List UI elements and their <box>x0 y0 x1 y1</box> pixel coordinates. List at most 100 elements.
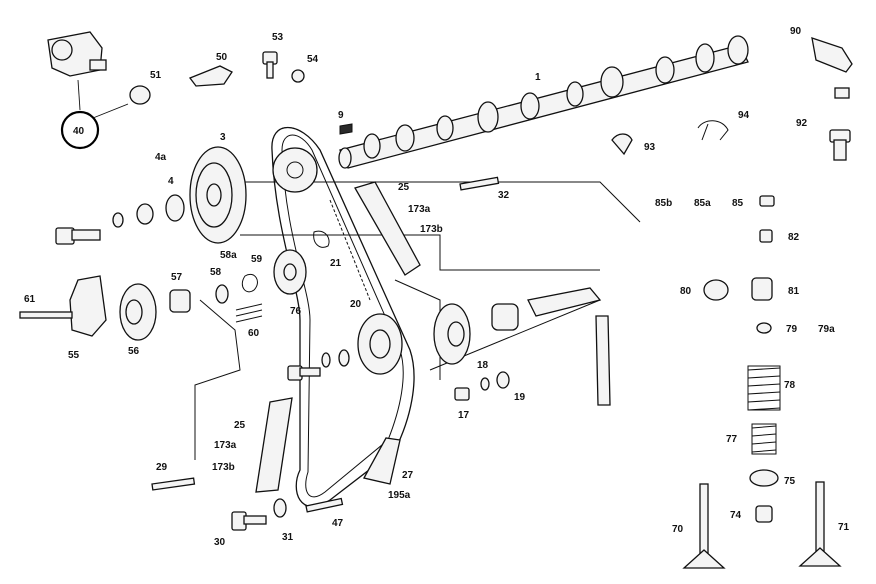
spring-seat-75 <box>749 469 779 487</box>
label-173b-upper: 173b <box>420 224 443 235</box>
washer-center-2 <box>338 349 350 367</box>
idler-pulley-76 <box>273 249 307 295</box>
vertical-shaft <box>595 315 611 406</box>
chain-links <box>329 199 371 301</box>
label-85: 85 <box>732 198 744 209</box>
label-58a: 58a <box>220 250 237 261</box>
label-70: 70 <box>672 524 684 535</box>
label-21: 21 <box>330 258 342 269</box>
label-29: 29 <box>156 462 168 473</box>
drive-shaft <box>527 287 602 317</box>
label-1: 1 <box>535 72 541 83</box>
label-4a: 4a <box>155 152 167 163</box>
washer-4a <box>136 203 154 225</box>
callout-labels: 1 3 4 4a 9 17 18 19 20 21 25 25 27 29 30… <box>24 26 850 548</box>
washer-54 <box>291 69 305 83</box>
label-57: 57 <box>171 272 183 283</box>
key-9 <box>339 123 353 135</box>
label-32: 32 <box>498 190 510 201</box>
label-51: 51 <box>150 70 162 81</box>
label-90: 90 <box>790 26 802 37</box>
engine-block-outline <box>194 181 641 460</box>
sprocket-56 <box>119 283 157 341</box>
label-85a: 85a <box>694 198 711 209</box>
label-3: 3 <box>220 132 226 143</box>
camshaft <box>338 35 749 169</box>
valve-spring-77 <box>751 423 777 455</box>
washer-4 <box>165 194 185 222</box>
part-82 <box>759 229 773 243</box>
bushing-57 <box>169 289 191 313</box>
label-76: 76 <box>290 306 302 317</box>
label-53: 53 <box>272 32 284 43</box>
label-85b: 85b <box>655 198 672 209</box>
o-ring-51 <box>129 85 151 105</box>
pin-47 <box>305 497 344 513</box>
label-58: 58 <box>210 267 222 278</box>
snap-ring-59 <box>241 274 258 293</box>
oil-pump-sprocket <box>433 303 471 365</box>
label-59: 59 <box>251 254 263 265</box>
gasket-50 <box>188 65 233 87</box>
chain-guide-25-lower <box>255 397 293 493</box>
label-81: 81 <box>788 286 800 297</box>
valve-71 <box>798 481 842 567</box>
label-25-lower: 25 <box>234 420 246 431</box>
pin-29 <box>151 477 196 491</box>
label-173b-lower: 173b <box>212 462 235 473</box>
bolt-17 <box>454 387 470 401</box>
lock-washer <box>112 212 124 228</box>
label-61: 61 <box>24 294 36 305</box>
label-93: 93 <box>644 142 656 153</box>
chain-guide-25-upper <box>354 181 421 276</box>
label-92: 92 <box>796 118 808 129</box>
label-80: 80 <box>680 286 692 297</box>
label-30: 30 <box>214 537 226 548</box>
label-55: 55 <box>68 350 80 361</box>
label-78: 78 <box>784 380 796 391</box>
bracket-assembly-40 <box>47 31 129 150</box>
part-85 <box>759 195 775 207</box>
label-71: 71 <box>838 522 850 533</box>
rocker-90 <box>811 37 853 73</box>
washer-58 <box>215 284 229 304</box>
central-sprocket <box>357 313 403 375</box>
pin-32 <box>459 176 500 191</box>
bolt-4 <box>55 227 101 245</box>
spring-60 <box>235 303 263 323</box>
bolt-53 <box>262 51 278 79</box>
clip-93 <box>611 133 633 156</box>
tensioner-27 <box>363 437 401 485</box>
label-50: 50 <box>216 52 228 63</box>
label-47: 47 <box>332 518 344 529</box>
valve-70 <box>682 483 726 569</box>
label-79: 79 <box>786 324 798 335</box>
washer-31 <box>273 498 287 518</box>
label-27: 27 <box>402 470 414 481</box>
washer-18 <box>480 377 490 391</box>
washer-center <box>321 352 331 368</box>
clip-94 <box>697 120 729 141</box>
label-9: 9 <box>338 110 344 121</box>
label-17: 17 <box>458 410 470 421</box>
label-173a-lower: 173a <box>214 440 237 451</box>
label-4: 4 <box>168 176 174 187</box>
label-94: 94 <box>738 110 750 121</box>
clip-21 <box>313 230 330 248</box>
tensioner-55 <box>69 275 107 337</box>
label-173a-upper: 173a <box>408 204 431 215</box>
label-40: 40 <box>73 126 85 137</box>
valve-guide-74 <box>755 505 773 523</box>
pin-61 <box>19 311 73 319</box>
label-77: 77 <box>726 434 738 445</box>
adjuster-92 <box>829 87 851 161</box>
bushing-right <box>491 303 519 331</box>
bolt-30 <box>231 511 267 531</box>
valve-spring-78 <box>747 365 781 411</box>
collet-79 <box>756 322 772 334</box>
camshaft-sprocket-3 <box>189 146 247 244</box>
label-20: 20 <box>350 299 362 310</box>
label-195a: 195a <box>388 490 411 501</box>
